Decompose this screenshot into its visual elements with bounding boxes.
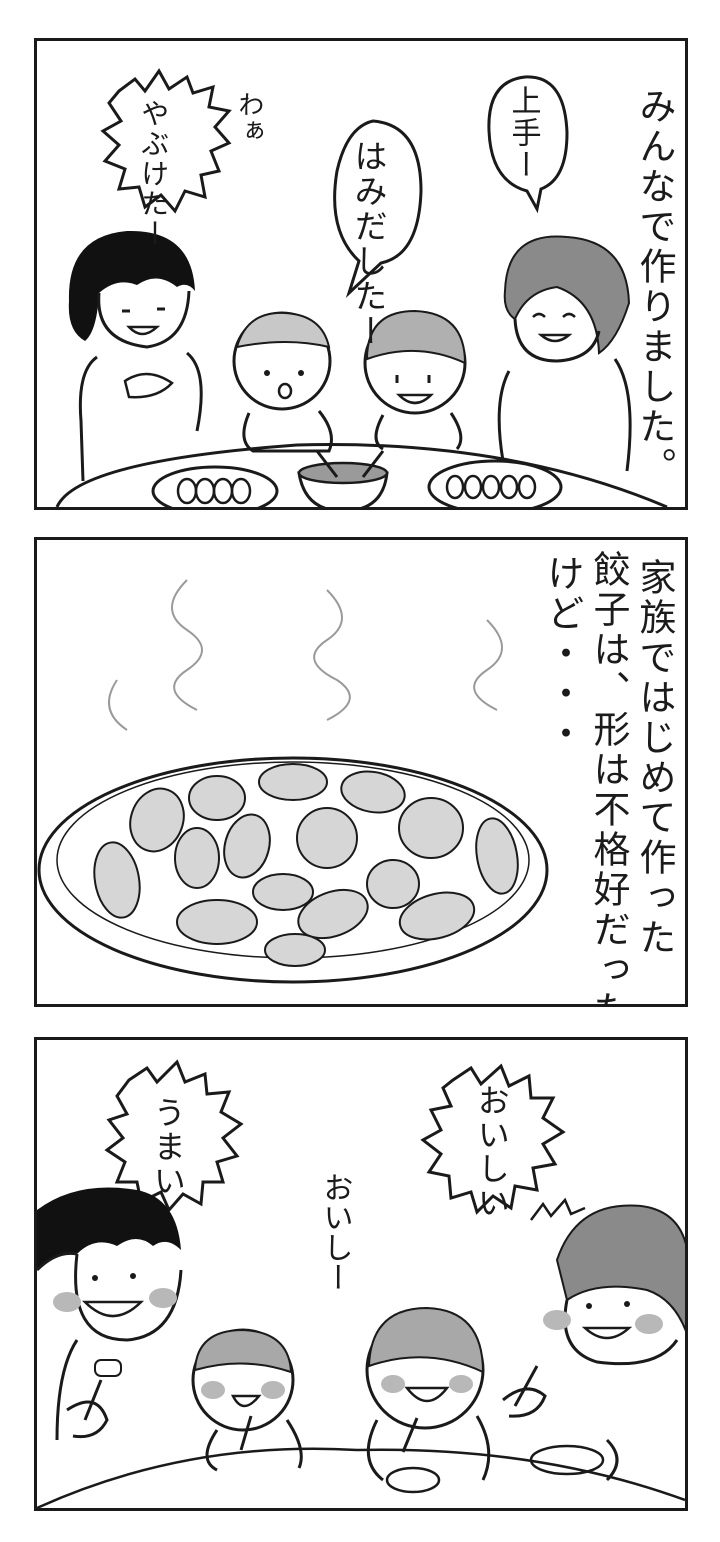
panel-1-illustration bbox=[55, 68, 668, 507]
bubble-text-hamidashita: はみだしたー bbox=[348, 139, 388, 349]
bubble-text-umai: うまい bbox=[148, 1096, 187, 1198]
narration-line-3: けど・・・ bbox=[541, 554, 584, 754]
burst-bubble-yabuketa bbox=[100, 68, 232, 214]
narration-line-1: 家族ではじめて作った bbox=[633, 558, 676, 958]
filling-bowl bbox=[297, 450, 389, 507]
dad-eating-figure bbox=[37, 1187, 183, 1441]
sfx-waa: わぁ bbox=[233, 91, 264, 143]
speech-bubble-hamidashita bbox=[333, 119, 423, 298]
narration-text: みんなで作りました。 bbox=[633, 87, 676, 487]
girl-right-figure bbox=[363, 309, 467, 451]
dumpling-plate-right bbox=[427, 459, 563, 507]
bubble-text-yabuketa: やぶけたー bbox=[137, 99, 171, 249]
mom-figure bbox=[497, 235, 632, 472]
girl-left-eating-figure bbox=[191, 1328, 303, 1472]
panel-1-making-dumplings: みんなで作りました。 上手ー はみだしたー やぶけたー わぁ bbox=[34, 38, 688, 510]
panel-3-eating: うまい おいしい おいしー bbox=[34, 1037, 688, 1511]
dumpling-plate-left bbox=[151, 465, 279, 507]
speech-bubble-jouzu bbox=[487, 75, 569, 214]
panel-3-illustration bbox=[37, 1059, 685, 1508]
girl-right-eating-figure bbox=[365, 1306, 491, 1494]
sfx-oishii: おいしー bbox=[317, 1172, 353, 1292]
burst-bubble-oishii bbox=[420, 1063, 566, 1215]
burst-bubble-umai bbox=[104, 1059, 244, 1213]
panel-2-illustration bbox=[37, 579, 549, 984]
mom-eating-figure bbox=[502, 1204, 685, 1482]
bubble-text-jouzu: 上手ー bbox=[505, 85, 541, 181]
panel-2-dumpling-plate: 家族ではじめて作った 餃子は、形は不格好だった けど・・・ bbox=[34, 537, 688, 1007]
steam-lines bbox=[108, 579, 503, 731]
table-edge bbox=[55, 443, 668, 507]
narration-line-2: 餃子は、形は不格好だった bbox=[587, 550, 630, 1007]
sparkle-lines bbox=[530, 1197, 586, 1221]
dumplings bbox=[93, 763, 519, 967]
bubble-text-oishii: おいしい bbox=[472, 1084, 511, 1220]
dad-figure bbox=[68, 230, 203, 482]
table-edge bbox=[37, 1447, 685, 1508]
girl-left-figure bbox=[232, 311, 333, 453]
